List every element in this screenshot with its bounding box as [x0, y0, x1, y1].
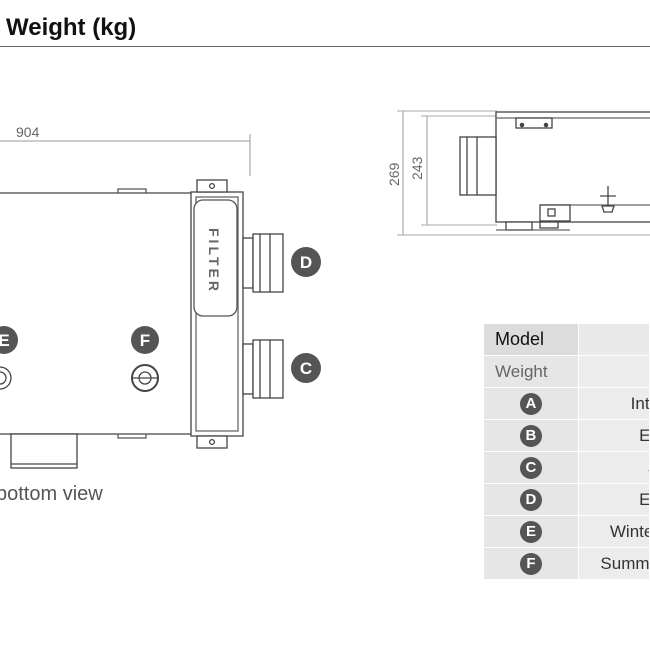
- housing: [495, 111, 650, 223]
- duct-c: [242, 339, 284, 399]
- height-inner-label: 243: [409, 156, 425, 180]
- table-row: F Summe: [483, 547, 650, 580]
- filter-panel-top-bracket: [196, 179, 228, 193]
- badge-c: C: [519, 456, 542, 479]
- spec-table: Model Weight A Inta B Ex C S D Ex E Wint…: [483, 323, 650, 580]
- table-row: D Ex: [483, 483, 650, 516]
- badge-b: B: [519, 424, 542, 447]
- bottom-view-caption: bottom view: [0, 483, 103, 505]
- width-dimension-label: 904: [16, 124, 40, 140]
- bottom-view: 904 FILTER: [0, 124, 284, 469]
- row-value-model: [577, 323, 650, 356]
- row-value-b: Ex: [639, 425, 650, 445]
- page-title: Weight (kg): [6, 14, 137, 41]
- filter-label: FILTER: [206, 228, 222, 294]
- latch: [600, 186, 616, 213]
- port-badge-e: E: [0, 326, 18, 354]
- row-value-weight: [577, 355, 650, 388]
- filter-handle: [193, 199, 238, 317]
- badge-a: A: [519, 392, 542, 415]
- height-outer-label: 269: [386, 162, 402, 186]
- table-row: E Winter: [483, 515, 650, 548]
- table-row: Weight: [483, 355, 650, 388]
- port-badge-c: C: [291, 353, 321, 383]
- side-duct: [459, 136, 497, 196]
- table-row: Model: [483, 323, 650, 356]
- mount-foot: [539, 221, 559, 229]
- svg-text:F: F: [140, 331, 150, 350]
- badge-e: E: [519, 520, 542, 543]
- bottom-duct: [10, 433, 78, 469]
- badge-f: F: [519, 552, 542, 575]
- section-heading: Weight (kg): [0, 10, 650, 47]
- top-bracket: [515, 117, 553, 129]
- row-value-a: Inta: [630, 393, 650, 413]
- bracket-hole-bottom: [208, 438, 216, 446]
- table-row: B Ex: [483, 419, 650, 452]
- port-e-symbol: [0, 366, 12, 390]
- port-badge-d: D: [291, 247, 321, 277]
- port-f-symbol: [131, 364, 159, 392]
- filter-panel-bottom-bracket: [196, 435, 228, 449]
- row-value-c: S: [648, 458, 649, 478]
- body-clips: [117, 188, 147, 439]
- port-badge-f: F: [131, 326, 159, 354]
- table-row: A Inta: [483, 387, 650, 420]
- svg-text:C: C: [300, 359, 312, 378]
- row-label-weight: Weight: [483, 355, 579, 388]
- badge-d: D: [519, 488, 542, 511]
- side-view: [397, 110, 650, 236]
- row-value-e: Winter: [609, 521, 649, 541]
- drain-fitting: [505, 221, 533, 231]
- svg-text:E: E: [0, 331, 10, 350]
- table-row: C S: [483, 451, 650, 484]
- row-value-d: Ex: [639, 489, 650, 509]
- row-label-model: Model: [483, 323, 579, 356]
- duct-d: [242, 233, 284, 293]
- svg-text:D: D: [300, 253, 312, 272]
- bracket-hole-top: [208, 182, 216, 190]
- row-value-f: Summe: [600, 553, 650, 573]
